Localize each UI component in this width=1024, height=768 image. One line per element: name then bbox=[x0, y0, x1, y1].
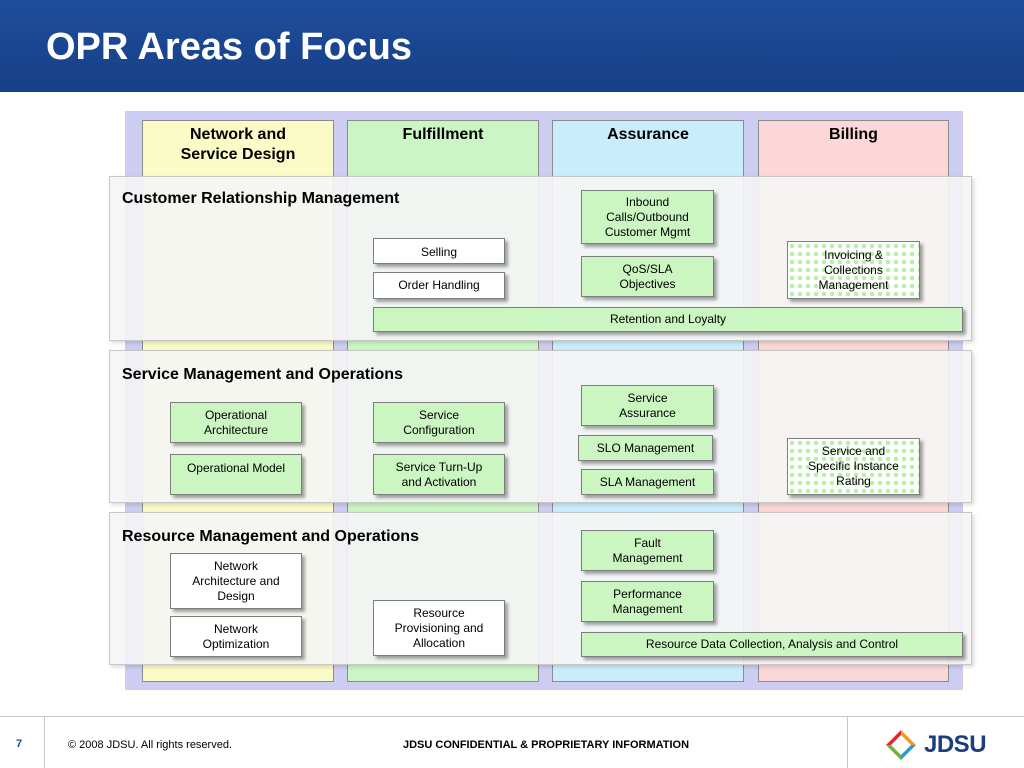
footer-separator-right bbox=[847, 716, 848, 768]
box-service-turn-up-label: Service Turn-Up and Activation bbox=[395, 459, 483, 489]
box-performance-management: Performance Management bbox=[581, 581, 714, 622]
box-resource-data-label: Resource Data Collection, Analysis and C… bbox=[645, 637, 899, 651]
box-performance-management-label: Performance Management bbox=[612, 586, 683, 616]
band-title-rmo: Resource Management and Operations bbox=[122, 528, 419, 545]
column-header-billing: Billing bbox=[829, 126, 878, 143]
box-service-rating: Service and Specific Instance Rating bbox=[787, 438, 920, 495]
box-network-architecture-design: Network Architecture and Design bbox=[170, 553, 302, 609]
box-retention-label: Retention and Loyalty bbox=[609, 312, 727, 326]
band-title-smo: Service Management and Operations bbox=[122, 366, 403, 383]
box-network-optimization: Network Optimization bbox=[170, 616, 302, 657]
box-order-handling-label: Order Handling bbox=[398, 278, 480, 292]
box-resource-data-collection: Resource Data Collection, Analysis and C… bbox=[581, 632, 963, 657]
box-service-configuration-label: Service Configuration bbox=[403, 407, 475, 437]
box-operational-architecture-label: Operational Architecture bbox=[203, 407, 269, 437]
column-header-network-service-design: Network and Service Design bbox=[180, 126, 296, 163]
box-order-handling: Order Handling bbox=[373, 272, 505, 299]
box-service-turn-up: Service Turn-Up and Activation bbox=[373, 454, 505, 495]
box-fault-management-label: Fault Management bbox=[612, 535, 683, 565]
box-invoicing-collections: Invoicing & Collections Management bbox=[787, 241, 920, 299]
box-qos-sla-label: QoS/SLA Objectives bbox=[619, 261, 676, 291]
copyright-text: © 2008 JDSU. All rights reserved. bbox=[68, 739, 233, 751]
box-sla-management: SLA Management bbox=[581, 469, 714, 495]
box-service-configuration: Service Configuration bbox=[373, 402, 505, 443]
box-service-rating-label: Service and Specific Instance Rating bbox=[808, 444, 899, 488]
confidential-notice: JDSU CONFIDENTIAL & PROPRIETARY INFORMAT… bbox=[403, 739, 690, 751]
jdsu-logo-text: JDSU bbox=[924, 731, 987, 758]
column-header-fulfillment: Fulfillment bbox=[402, 126, 484, 143]
title-bar: OPR Areas of Focus bbox=[0, 0, 1024, 92]
box-network-optimization-label: Network Optimization bbox=[202, 621, 270, 651]
box-retention-loyalty: Retention and Loyalty bbox=[373, 307, 963, 332]
footer-separator-left bbox=[44, 716, 45, 768]
footer-divider bbox=[0, 716, 1024, 717]
box-operational-model: Operational Model bbox=[170, 454, 302, 495]
slide-title: OPR Areas of Focus bbox=[46, 26, 413, 68]
box-service-assurance: Service Assurance bbox=[581, 385, 714, 426]
box-network-architecture-design-label: Network Architecture and Design bbox=[192, 558, 280, 603]
jdsu-logo-icon bbox=[886, 730, 916, 760]
box-qos-sla: QoS/SLA Objectives bbox=[581, 256, 714, 297]
box-selling-label: Selling bbox=[420, 245, 458, 259]
box-resource-provisioning: Resource Provisioning and Allocation bbox=[373, 600, 505, 656]
box-slo-management: SLO Management bbox=[578, 435, 713, 461]
page-number: 7 bbox=[16, 738, 23, 750]
box-fault-management: Fault Management bbox=[581, 530, 714, 571]
box-sla-management-label: SLA Management bbox=[599, 474, 696, 489]
box-service-assurance-label: Service Assurance bbox=[619, 390, 676, 420]
box-slo-management-label: SLO Management bbox=[596, 440, 695, 455]
box-resource-provisioning-label: Resource Provisioning and Allocation bbox=[394, 605, 484, 650]
column-header-assurance: Assurance bbox=[607, 126, 689, 143]
box-operational-architecture: Operational Architecture bbox=[170, 402, 302, 443]
band-title-crm: Customer Relationship Management bbox=[122, 190, 400, 207]
box-inbound-calls-label: Inbound Calls/Outbound Customer Mgmt bbox=[604, 194, 691, 239]
box-inbound-calls: Inbound Calls/Outbound Customer Mgmt bbox=[581, 190, 714, 244]
box-invoicing-label: Invoicing & Collections Management bbox=[818, 247, 889, 292]
box-selling: Selling bbox=[373, 238, 505, 264]
box-operational-model-label: Operational Model bbox=[186, 461, 286, 475]
